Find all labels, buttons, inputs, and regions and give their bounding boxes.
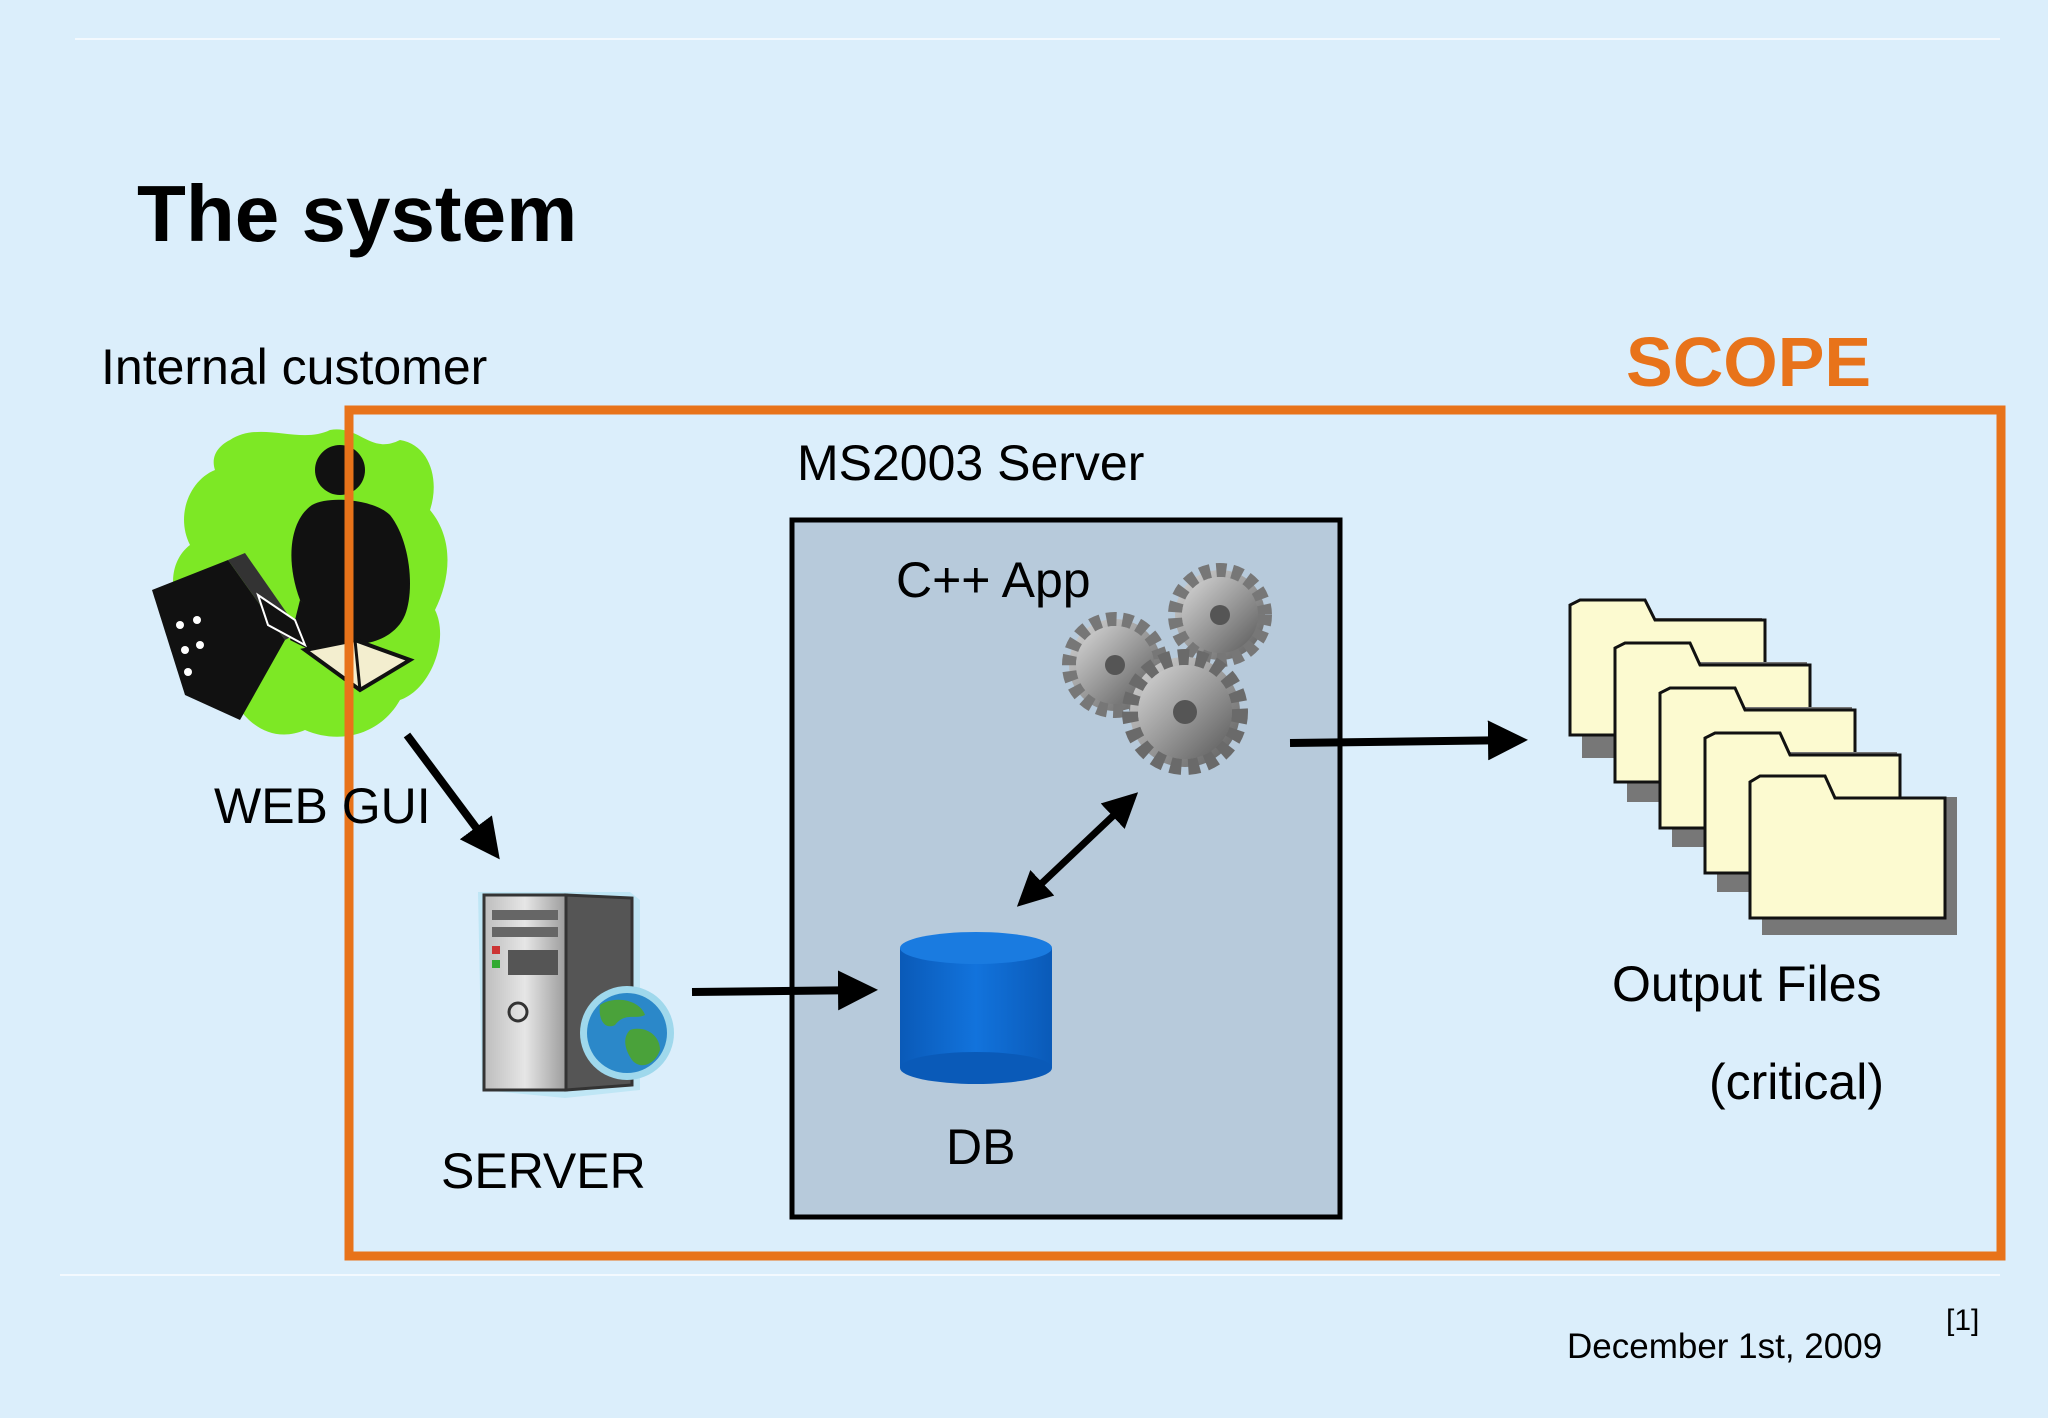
arrow-server-to-db: [691, 970, 878, 1011]
arrow-db-gears: [1016, 792, 1139, 907]
folders-icon: [1568, 598, 1957, 935]
output-files-note: (critical): [1709, 1054, 1884, 1110]
footer-date: December 1st, 2009: [1567, 1327, 1883, 1366]
scope-boundary: [344, 405, 2006, 1261]
ms2003-server-label: MS2003 Server: [797, 435, 1145, 491]
database-icon: [900, 932, 1052, 1084]
internal-customer-label: Internal customer: [101, 339, 488, 395]
arrow-customer-to-server: [403, 732, 500, 860]
slide-title: The system: [137, 169, 578, 258]
output-files-label: Output Files: [1612, 956, 1882, 1012]
server-globe-icon: [478, 892, 674, 1098]
web-gui-label: WEB GUI: [214, 778, 431, 834]
server-label: SERVER: [441, 1143, 646, 1199]
bottom-divider: [60, 1274, 2000, 1276]
arrow-app-to-files: [1289, 720, 1528, 761]
customer-computer-icon: [152, 429, 448, 737]
db-label: DB: [946, 1119, 1016, 1175]
scope-label: SCOPE: [1626, 323, 1872, 401]
gears-icon: [1062, 563, 1272, 775]
cpp-app-label: C++ App: [896, 552, 1091, 608]
top-divider: [75, 38, 2000, 40]
footnote-marker: [1]: [1946, 1304, 1980, 1337]
